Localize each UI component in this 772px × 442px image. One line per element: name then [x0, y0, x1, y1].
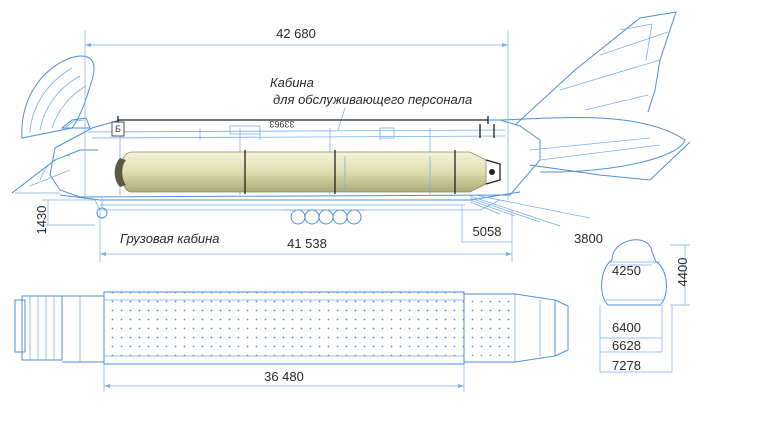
section-height-label: 4400	[675, 258, 690, 287]
width-6628-label: 6628	[612, 338, 641, 353]
ground-clearance-label: 1430	[34, 206, 49, 235]
cargo-length-label: 41 538	[287, 236, 327, 251]
dimension-ground-clearance: 1430	[34, 199, 95, 235]
overall-length-label: 42 680	[276, 26, 316, 41]
crew-cabin-label-line2: для обслуживающего персонала	[273, 92, 472, 107]
width-7278-label: 7278	[612, 358, 641, 373]
main-landing-gear	[285, 209, 365, 225]
nose-landing-gear	[96, 198, 108, 219]
cargo-floor-plan: 36 480	[14, 291, 569, 392]
cabin-mark-label: Б	[115, 124, 121, 134]
cargo-cabin-label: Грузовая кабина	[120, 231, 220, 246]
dimension-cargo-length: Грузовая кабина 41 538	[99, 210, 513, 262]
dimension-module-length: 33963 Б	[111, 116, 489, 137]
fuselage-cross-section: 3800 4250 4400 6400 6628 7278	[574, 231, 690, 373]
cargo-module	[114, 150, 501, 194]
rear-section-label: 5058	[473, 224, 502, 239]
module-length-label: 33963	[269, 119, 294, 129]
aircraft-side-view	[11, 11, 691, 227]
dimension-overall-length: 42 680	[84, 26, 509, 200]
crew-cabin-label-line1: Кабина	[270, 75, 314, 90]
dimension-rear-section: 5058	[461, 205, 512, 243]
crew-cabin-callout: Кабина для обслуживающего персонала	[270, 75, 472, 131]
floor-length-label: 36 480	[264, 369, 304, 384]
section-width-top-label: 3800	[574, 231, 603, 246]
section-inner-label: 4250	[612, 263, 641, 278]
width-6400-label: 6400	[612, 320, 641, 335]
